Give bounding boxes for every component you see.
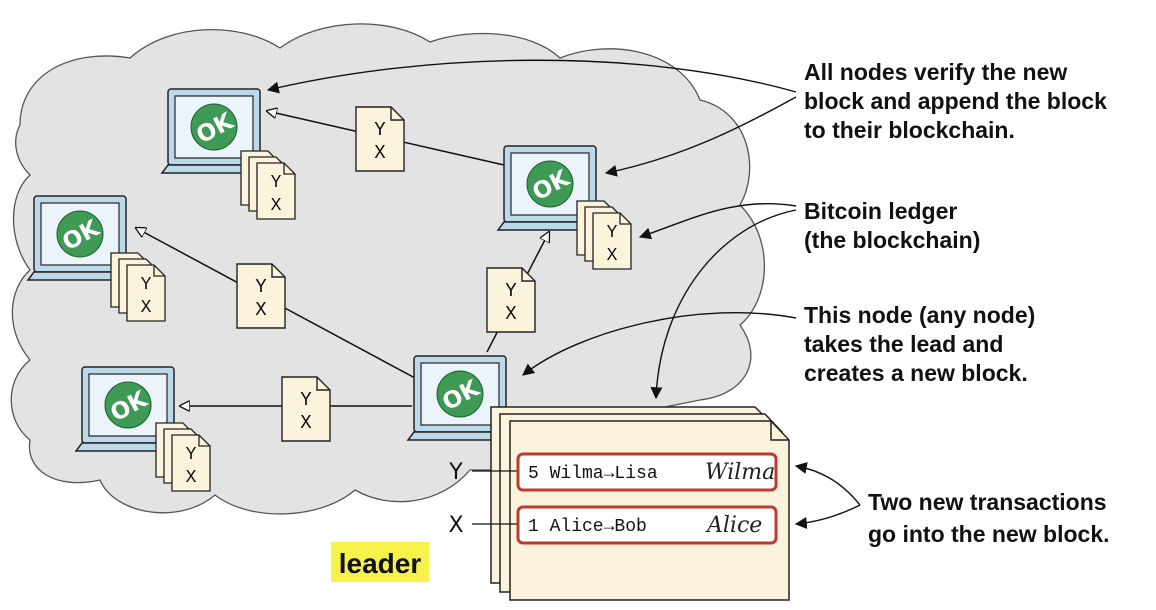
tx2-signature: Alice xyxy=(705,513,762,538)
transaction-document xyxy=(236,263,286,329)
callout-verify-line-3: to their blockchain. xyxy=(804,117,1015,143)
transaction-document xyxy=(281,376,331,442)
callout-pointers xyxy=(266,59,861,529)
callout-lead-line-3: creates a new block. xyxy=(804,360,1028,386)
pointer-verify-top-left xyxy=(266,59,797,94)
pointer-leader-node xyxy=(522,312,797,376)
callout-tx-line-1: Two new transactions xyxy=(868,489,1107,515)
callout-lead: This node (any node) takes the lead and … xyxy=(804,302,1035,386)
new-block: Y 5 Wilma→Lisa Wilma X 1 Alice→Bob Alice xyxy=(448,406,790,601)
callout-verify-line-2: block and append the block xyxy=(804,88,1107,114)
tx1-text: 5 Wilma→Lisa xyxy=(528,464,658,484)
callout-tx-line-2: go into the new block. xyxy=(868,521,1110,547)
transaction-document xyxy=(486,267,536,333)
tx2-text: 1 Alice→Bob xyxy=(528,517,647,537)
pointer-ledger-block xyxy=(650,209,797,400)
leader-highlight xyxy=(331,542,429,582)
tx2-side-label: X xyxy=(448,513,463,538)
callout-verify: All nodes verify the new block and appen… xyxy=(804,59,1107,143)
block-transaction-1: Y 5 Wilma→Lisa Wilma xyxy=(448,452,778,492)
callout-verify-line-1: All nodes verify the new xyxy=(804,59,1067,85)
tx1-side-label: Y xyxy=(448,460,463,485)
pointer-verify-top-right xyxy=(604,96,797,177)
leader-label: leader xyxy=(331,542,429,582)
callout-lead-line-2: takes the lead and xyxy=(804,331,1003,357)
leader-text: leader xyxy=(339,548,422,579)
callout-lead-line-1: This node (any node) xyxy=(804,302,1035,328)
callout-ledger: Bitcoin ledger (the blockchain) xyxy=(804,198,980,253)
pointer-tx-1 xyxy=(794,462,861,506)
callout-ledger-line-2: (the blockchain) xyxy=(804,227,980,253)
callout-transactions: Two new transactions go into the new blo… xyxy=(868,489,1110,547)
pointer-tx-2 xyxy=(794,504,861,529)
callout-ledger-line-1: Bitcoin ledger xyxy=(804,198,957,224)
block-transaction-2: X 1 Alice→Bob Alice xyxy=(448,505,778,545)
transaction-document xyxy=(355,106,405,172)
tx1-signature: Wilma xyxy=(705,460,775,485)
pointer-ledger-stack xyxy=(638,202,797,240)
